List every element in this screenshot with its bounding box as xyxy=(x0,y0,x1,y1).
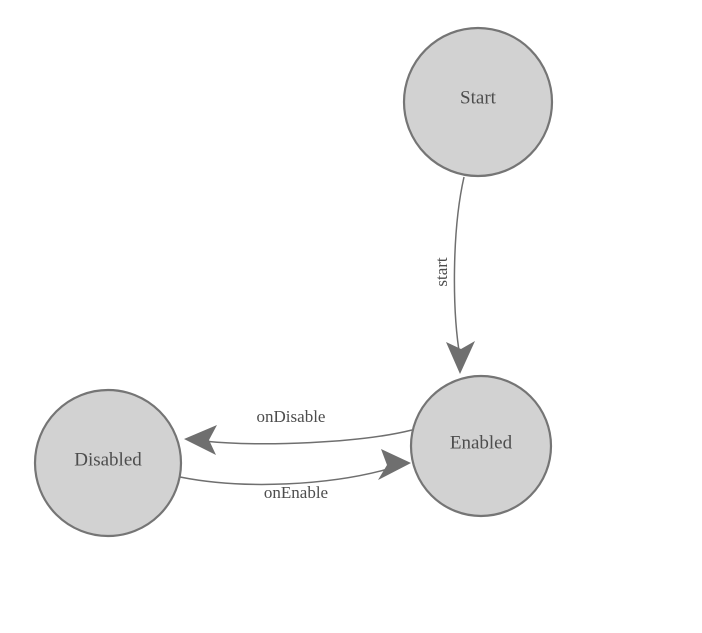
edge-path-start-to-enabled xyxy=(453,176,465,358)
state-node-start[interactable]: Start xyxy=(402,26,554,178)
arrowhead-start-to-enabled xyxy=(446,341,475,374)
edge-label-start: start xyxy=(432,257,451,287)
state-label-disabled: Disabled xyxy=(74,449,142,470)
edge-path-disabled-to-enabled xyxy=(179,468,389,486)
state-label-start: Start xyxy=(460,87,497,108)
arrowhead-disabled-to-enabled xyxy=(378,449,411,480)
state-circle-enabled xyxy=(409,374,553,518)
state-label-enabled: Enabled xyxy=(450,432,513,453)
state-node-enabled[interactable]: Enabled xyxy=(409,374,553,518)
state-circle-disabled xyxy=(33,388,183,538)
edge-label-ondisable: onDisable xyxy=(257,407,326,426)
arrowhead-enabled-to-disabled xyxy=(184,425,217,455)
state-circle-start xyxy=(402,26,554,178)
edge-path-enabled-to-disabled xyxy=(202,429,413,445)
edge-label-onenable: onEnable xyxy=(264,483,328,502)
transition-disabled-to-enabled[interactable]: onEnable xyxy=(179,449,411,502)
transition-enabled-to-disabled[interactable]: onDisable xyxy=(184,407,413,455)
transition-start-to-enabled[interactable]: start xyxy=(432,176,475,374)
state-node-disabled[interactable]: Disabled xyxy=(33,388,183,538)
